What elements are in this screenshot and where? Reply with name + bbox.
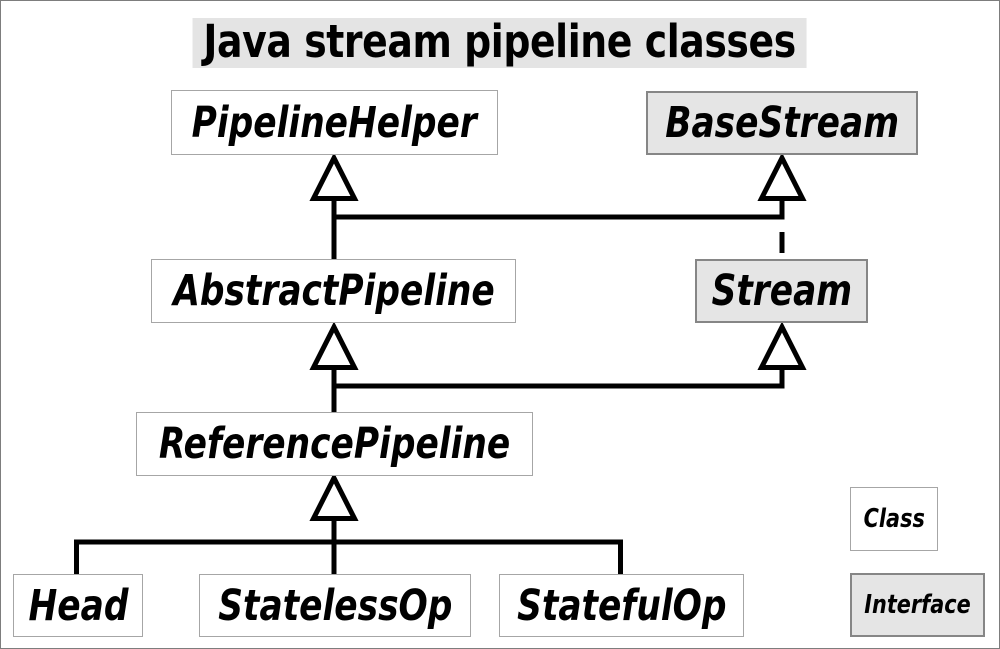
class-label-abstractpipeline: AbstractPipeline bbox=[172, 266, 495, 316]
legend-interface-box: Interface bbox=[850, 573, 985, 637]
legend-interface-label: Interface bbox=[864, 590, 971, 620]
class-label-referencepipeline: ReferencePipeline bbox=[158, 419, 511, 469]
edge-head-statefulop-extend-referencepipeline bbox=[74, 539, 623, 574]
class-label-statelessop: StatelessOp bbox=[217, 580, 453, 631]
class-box-abstractpipeline: AbstractPipeline bbox=[151, 259, 516, 323]
arrowhead-abstractpipeline bbox=[309, 321, 359, 370]
interface-box-stream: Stream bbox=[695, 259, 868, 323]
interface-box-basestream: BaseStream bbox=[646, 91, 918, 155]
class-label-statefulop: StatefulOp bbox=[516, 580, 727, 631]
edge-referencepipeline-implements-stream bbox=[334, 368, 785, 389]
diagram-title: Java stream pipeline classes bbox=[192, 18, 808, 68]
arrowhead-stream bbox=[757, 321, 807, 370]
legend-class-box: Class bbox=[850, 487, 938, 551]
arrowhead-referencepipeline bbox=[309, 472, 359, 521]
arrowhead-pipelinehelper bbox=[309, 152, 359, 201]
interface-label-stream: Stream bbox=[711, 266, 852, 316]
title-row: Java stream pipeline classes bbox=[1, 18, 999, 68]
edge-abstractpipeline-implements-basestream bbox=[334, 199, 785, 220]
class-box-head: Head bbox=[13, 574, 143, 637]
class-box-statefulop: StatefulOp bbox=[499, 574, 744, 637]
arrowhead-basestream bbox=[757, 152, 807, 201]
interface-label-basestream: BaseStream bbox=[665, 98, 899, 148]
class-label-pipelinehelper: PipelineHelper bbox=[191, 97, 478, 148]
class-box-statelessop: StatelessOp bbox=[199, 574, 471, 637]
legend-class-label: Class bbox=[863, 504, 925, 534]
class-box-pipelinehelper: PipelineHelper bbox=[171, 90, 498, 155]
class-label-head: Head bbox=[28, 580, 128, 631]
class-box-referencepipeline: ReferencePipeline bbox=[136, 412, 533, 476]
